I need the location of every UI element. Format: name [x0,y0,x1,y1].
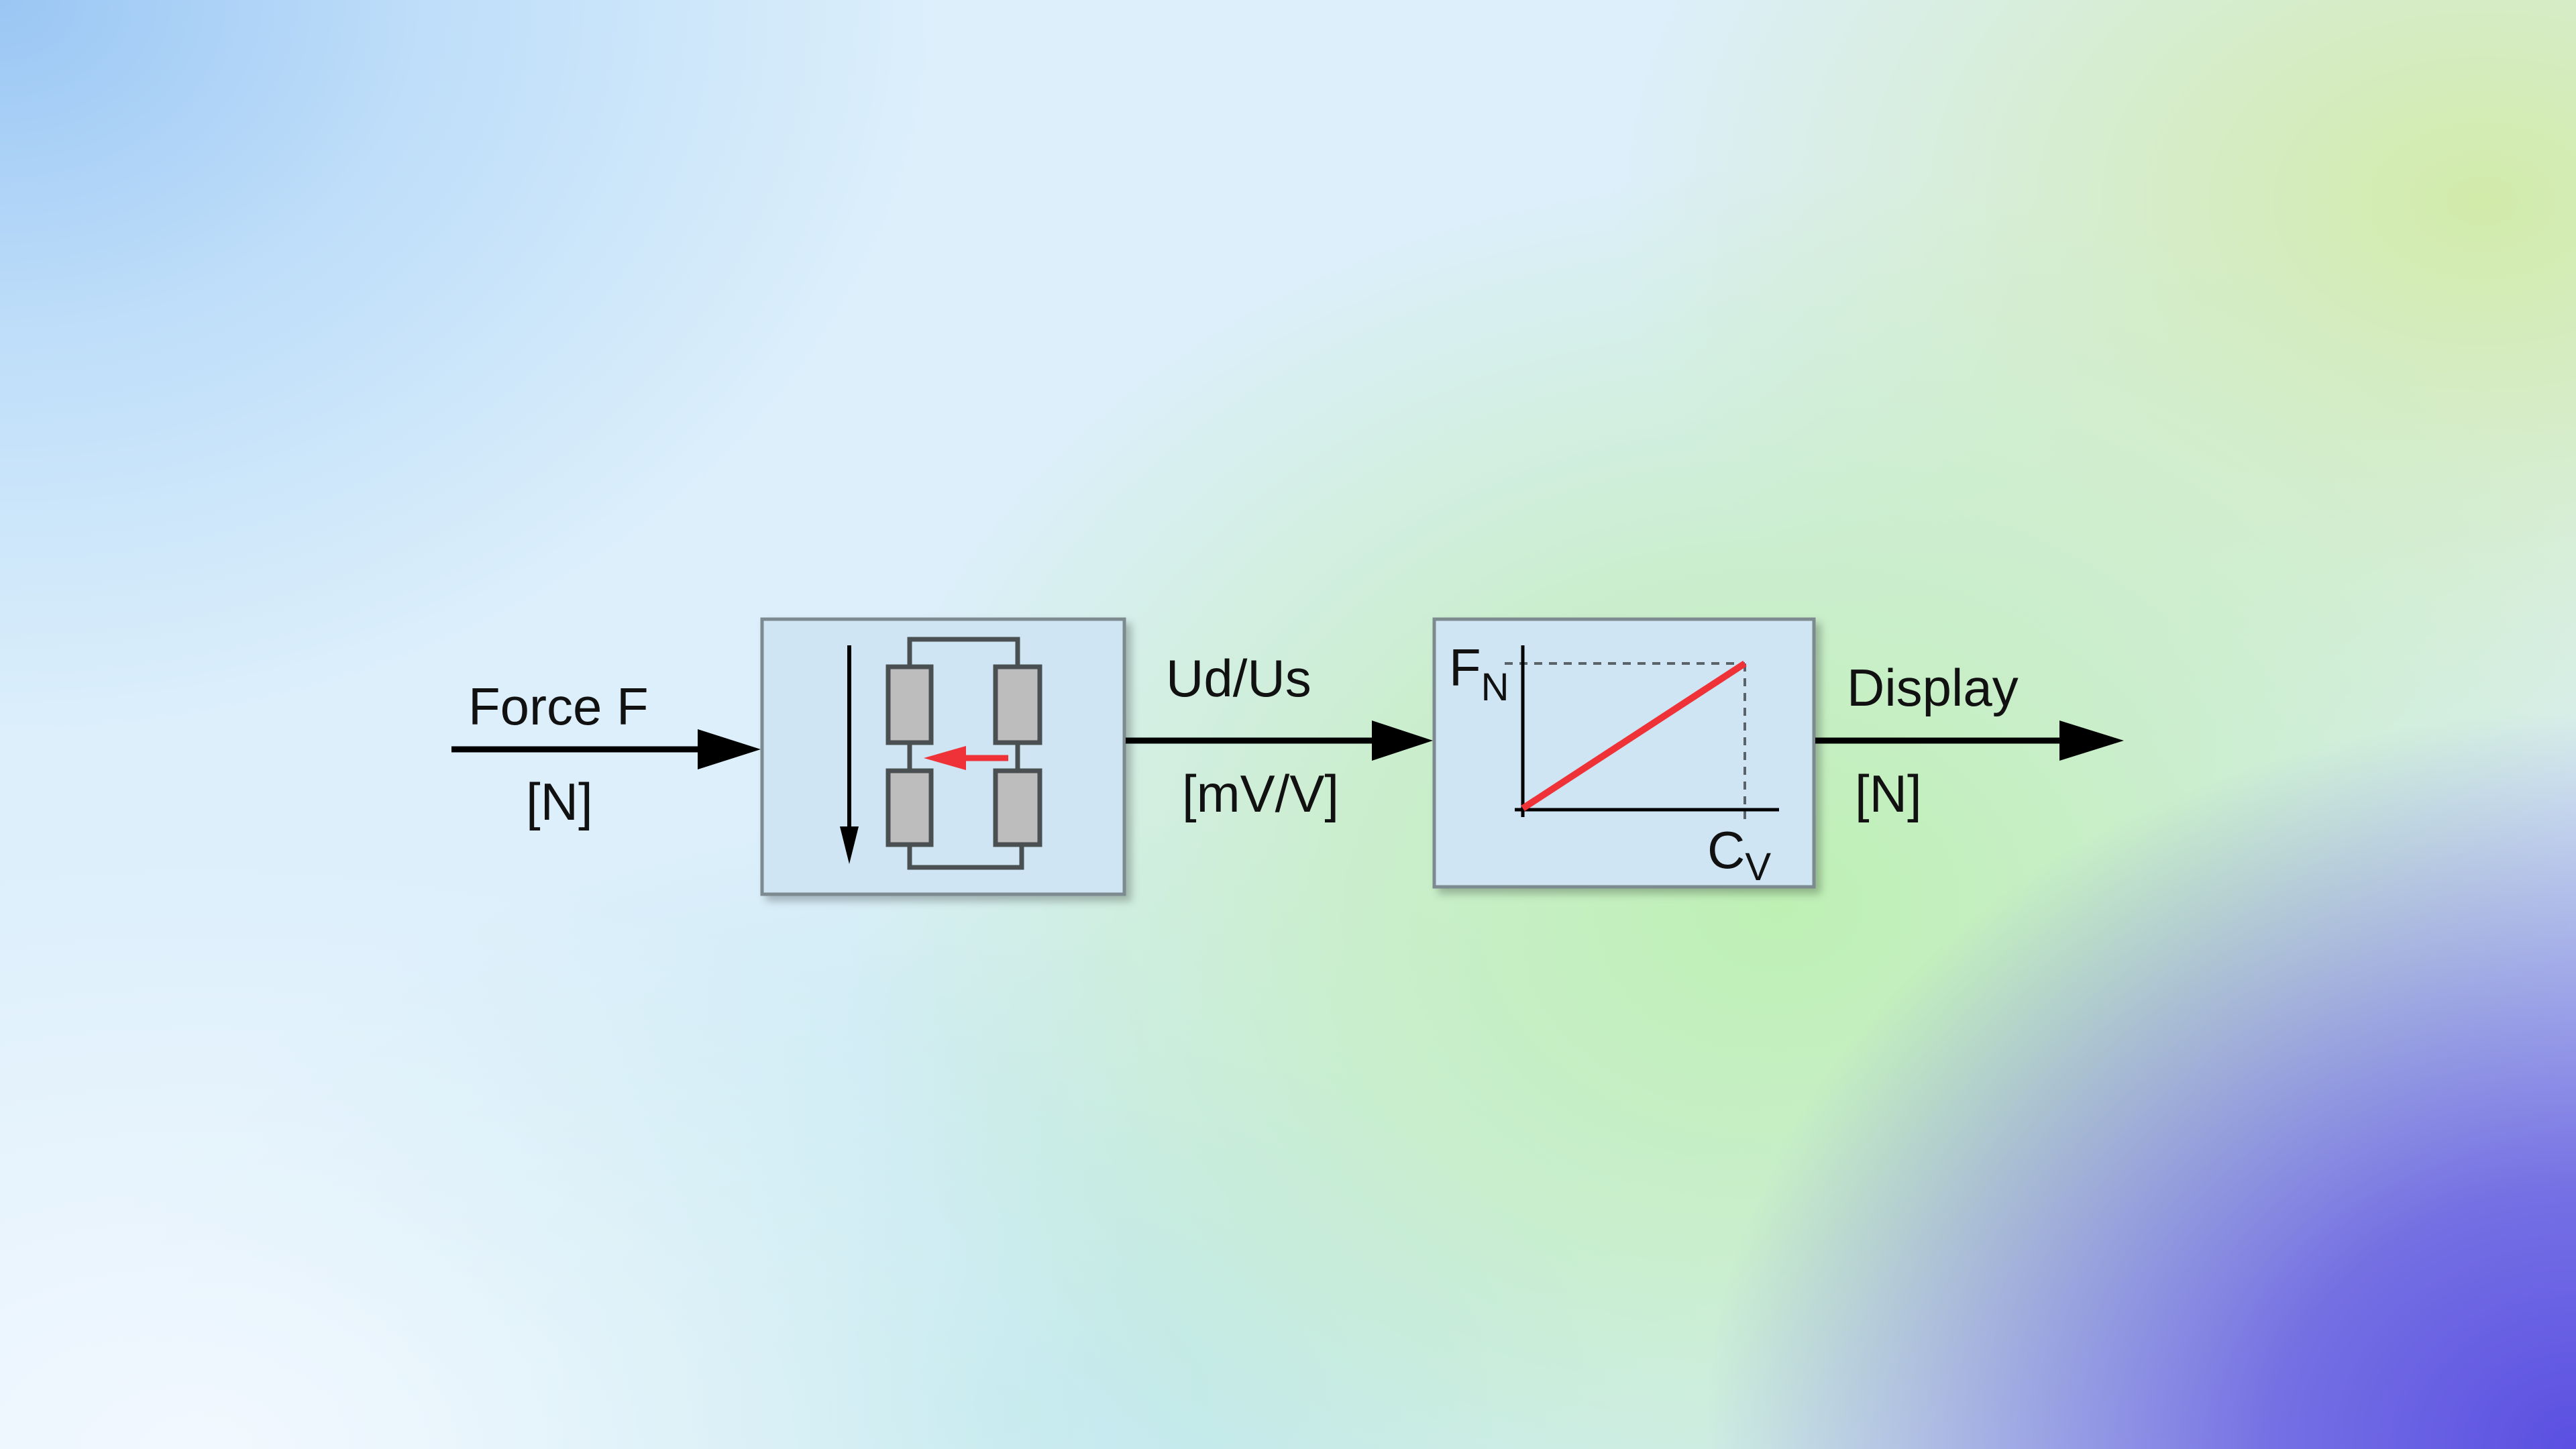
resistor-icon [885,664,934,745]
signal-unit: [mV/V] [1182,764,1339,823]
input-unit: [N] [526,772,593,831]
input-label: Force F [468,677,649,736]
strain-arrow-icon [924,746,1008,770]
signal-arrow [1126,720,1433,761]
output-arrow [1815,720,2124,761]
output-unit: [N] [1855,764,1922,823]
calibration-block: FN CV [1432,617,1816,889]
x-axis-label: CV [1707,820,1771,889]
y-axis-label: FN [1449,638,1509,709]
wheatstone-bridge-icon [885,637,1042,870]
resistor-icon [885,768,934,847]
resistor-icon [993,664,1042,745]
signal-label: Ud/Us [1166,649,1311,708]
calibration-graph-icon [1505,645,1779,822]
input-arrow [451,729,761,769]
force-direction-arrow-icon [840,645,859,864]
output-label: Display [1847,658,2019,717]
resistor-icon [993,768,1042,847]
bridge-block [760,617,1126,896]
